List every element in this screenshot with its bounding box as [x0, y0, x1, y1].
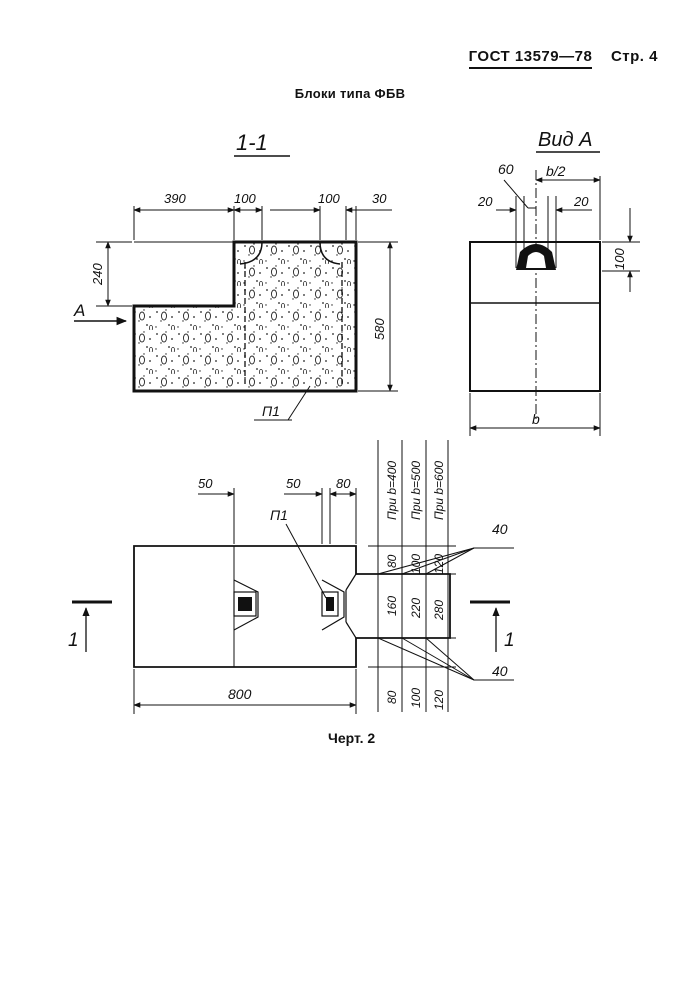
dim-50-b: 50 [286, 476, 301, 491]
section-label: 1-1 [236, 130, 268, 155]
col3-bot: 120 [432, 690, 446, 710]
plan-view: 50 50 80 П1 При b=400 При b=500 При b=60… [68, 440, 515, 714]
figure-caption: Черт. 2 [328, 730, 376, 746]
section-mark-right: 1 [504, 630, 515, 651]
dim-80-top: 80 [336, 476, 351, 491]
section-view: 1-1 390 100 100 30 240 [73, 130, 398, 421]
dim-b: b [532, 411, 540, 427]
col3-mid: 280 [432, 600, 446, 621]
header-b500: При b=500 [409, 461, 423, 520]
dim-100-a: 100 [234, 191, 256, 206]
col1-top: 80 [385, 554, 399, 568]
dim-390: 390 [164, 191, 186, 206]
block-side-outline [469, 241, 601, 392]
col2-bot: 100 [409, 688, 423, 708]
view-a-label: Вид А [538, 129, 592, 151]
dim-100-b: 100 [318, 191, 340, 206]
view-arrow-label: A [73, 301, 85, 320]
dim-20-right: 20 [573, 194, 589, 209]
header-b600: При b=600 [432, 461, 446, 520]
dim-50-a: 50 [198, 476, 213, 491]
note-40-bottom: 40 [492, 663, 508, 679]
dim-240: 240 [90, 263, 105, 286]
col1-mid: 160 [385, 596, 399, 616]
col1-bot: 80 [385, 690, 399, 704]
dim-580: 580 [372, 318, 387, 340]
dim-20-left: 20 [477, 194, 493, 209]
col2-mid: 220 [409, 598, 423, 619]
part-label-p1: П1 [262, 403, 280, 419]
dim-b-half: b/2 [546, 163, 566, 179]
plan-part-label-p1: П1 [270, 507, 288, 523]
dim-60: 60 [498, 161, 514, 177]
standard-number: ГОСТ 13579—78 [468, 48, 593, 69]
section-mark-left: 1 [68, 630, 79, 651]
note-40-top: 40 [492, 521, 508, 537]
page-number: Стр. 4 [610, 48, 658, 65]
header-b400: При b=400 [385, 461, 399, 520]
page-title: Блоки типа ФБВ [294, 86, 406, 101]
dim-30: 30 [372, 191, 387, 206]
dim-100-side: 100 [612, 248, 627, 270]
side-view: Вид А b/2 60 20 20 100 b [469, 129, 640, 436]
page-header: ГОСТ 13579—78 Стр. 4 [468, 48, 658, 69]
dim-800: 800 [228, 686, 252, 702]
